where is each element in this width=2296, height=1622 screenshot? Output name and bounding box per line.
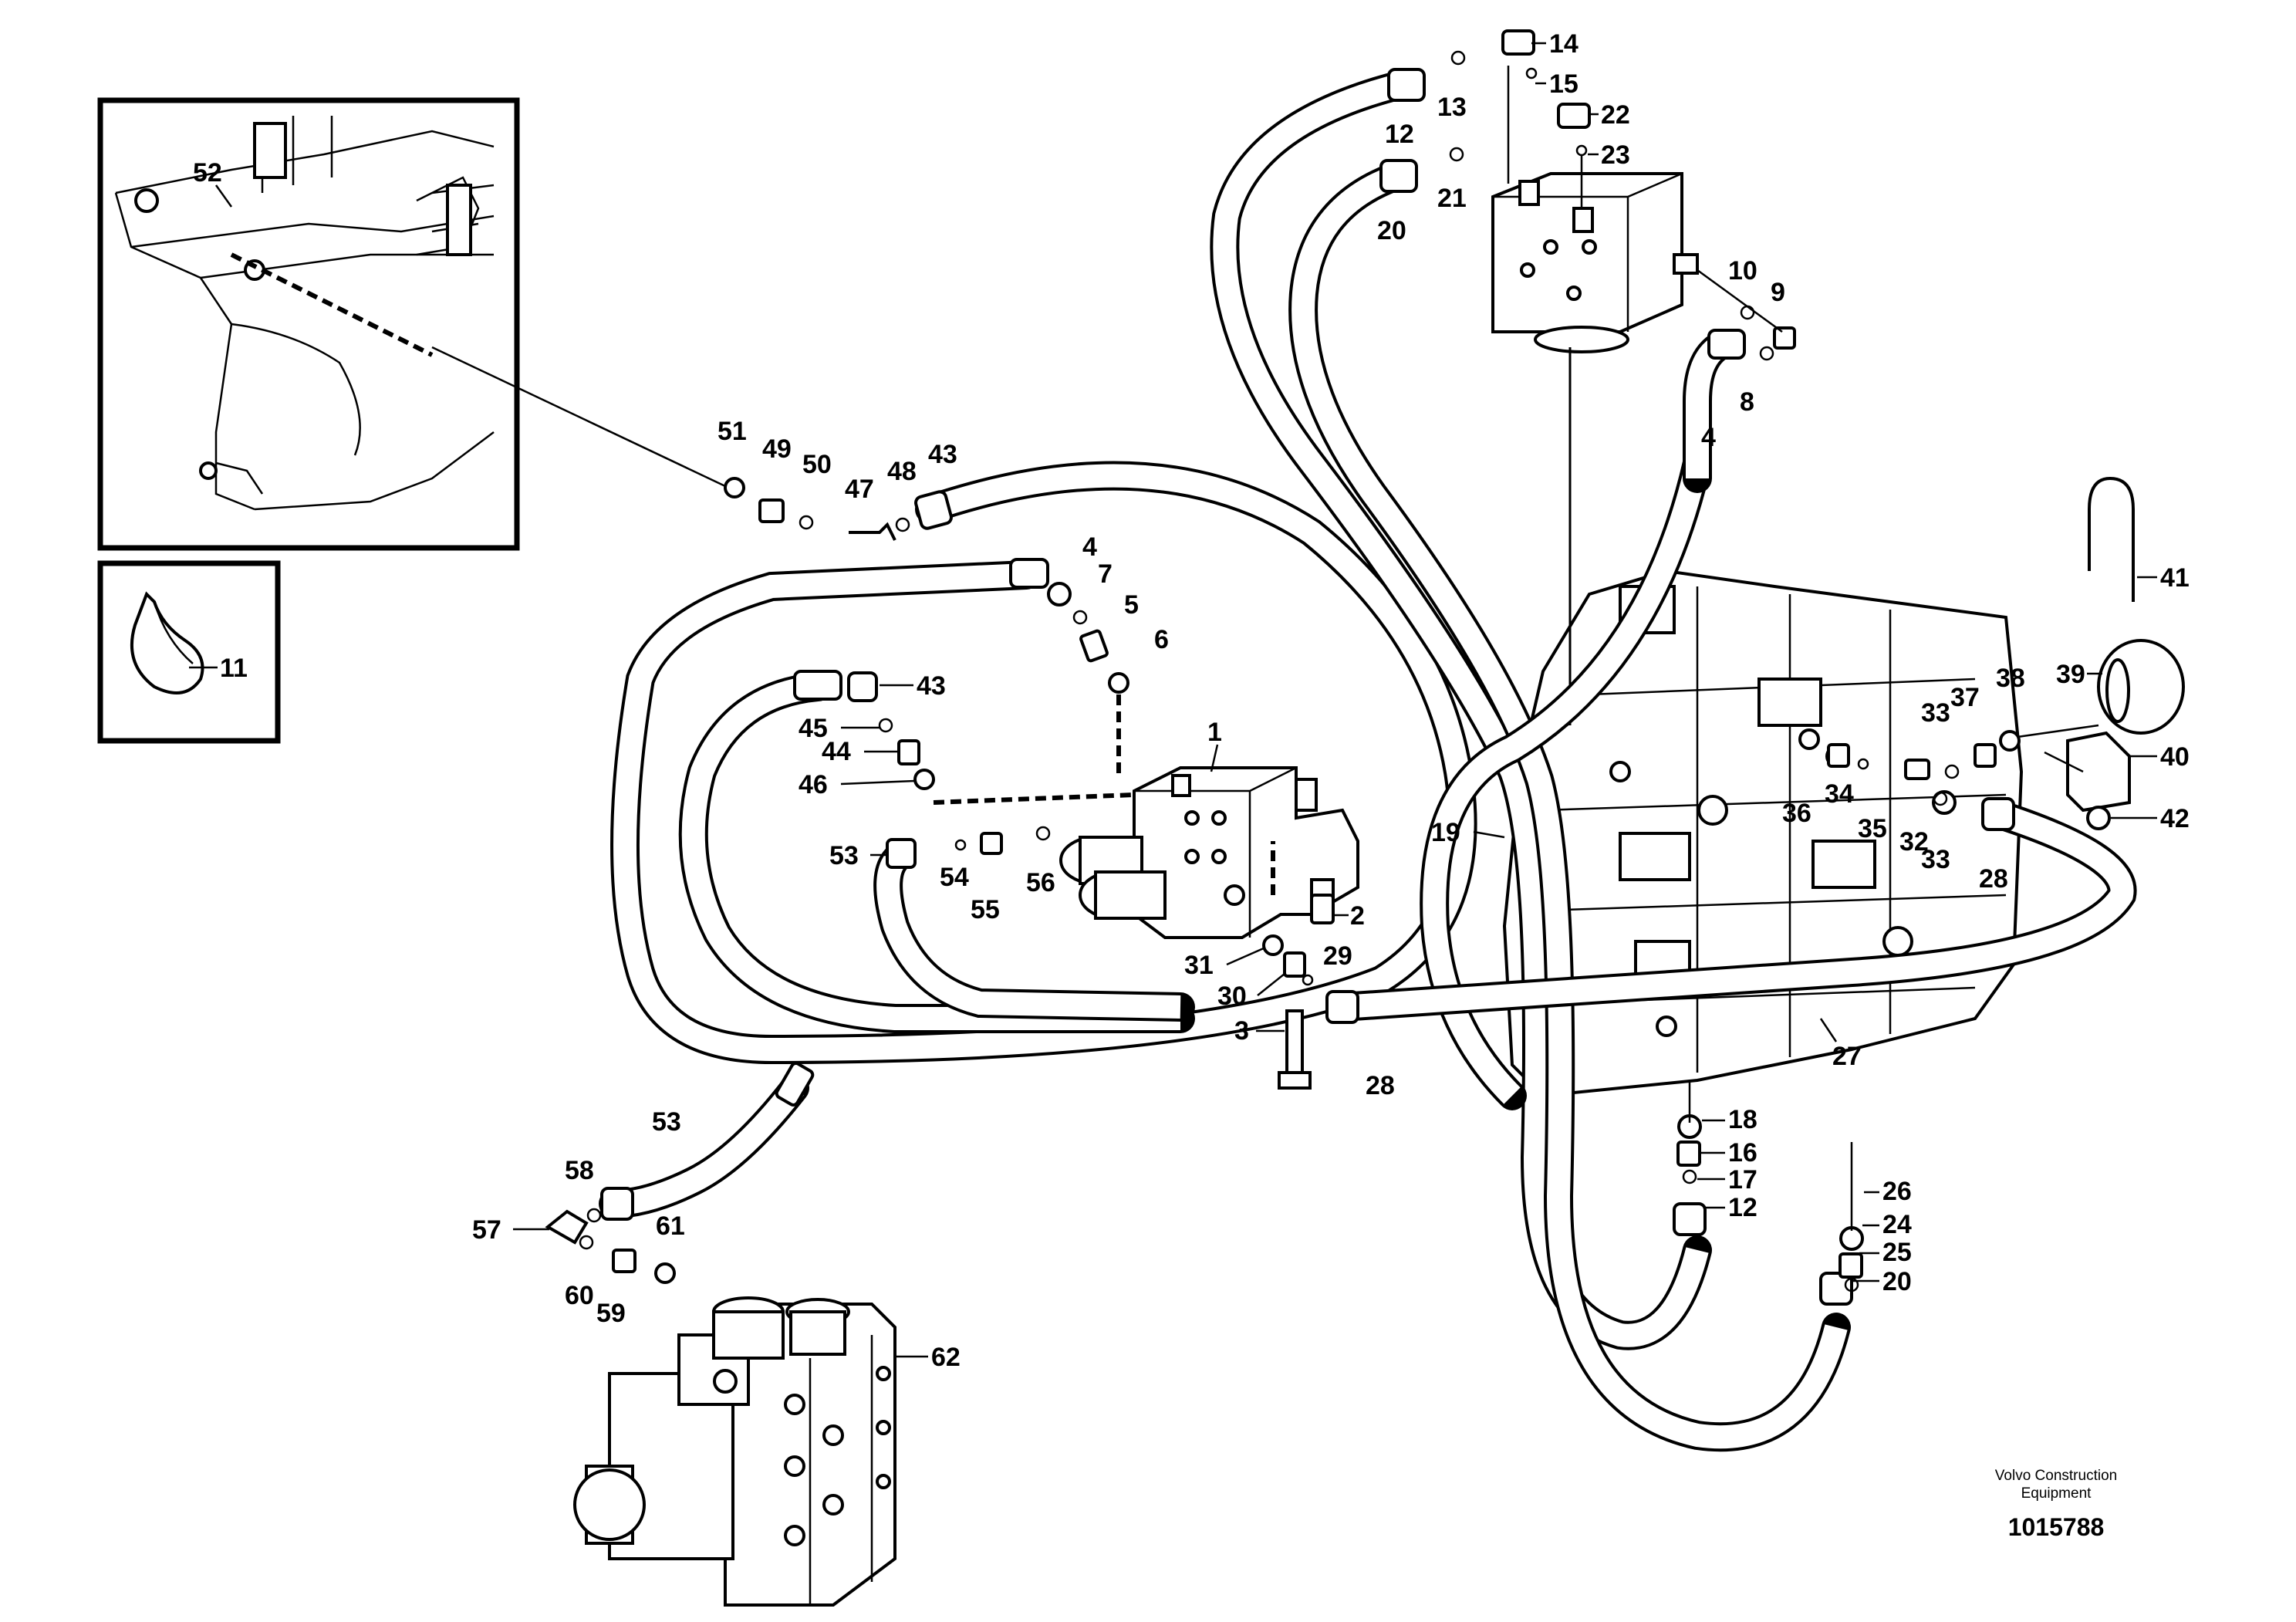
part-label-54: 54: [940, 863, 969, 892]
part-label-53b: 53: [652, 1107, 681, 1137]
pilot-valve-block: [1059, 766, 1359, 939]
part-label-59: 59: [596, 1299, 626, 1328]
part-label-11: 11: [220, 654, 248, 683]
frame-inset: [97, 97, 520, 551]
part-label-4a: 4: [1082, 532, 1097, 562]
part-label-27: 27: [1832, 1042, 1862, 1071]
part-label-39: 39: [2056, 660, 2085, 689]
part-label-20a: 20: [1377, 216, 1406, 245]
part-label-29: 29: [1323, 941, 1352, 971]
part-label-17: 17: [1728, 1165, 1757, 1195]
part-label-45: 45: [799, 714, 828, 743]
part-label-46: 46: [799, 770, 828, 799]
part-label-30: 30: [1217, 982, 1247, 1011]
part-label-52: 52: [193, 158, 222, 188]
part-label-25: 25: [1882, 1238, 1912, 1267]
part-label-47: 47: [845, 475, 874, 504]
part-label-38: 38: [1996, 664, 2025, 693]
part-labels: 1 2 3 4 4 5 6 7 8 9 10 12 12 13 14 15 16…: [472, 29, 2190, 1372]
part-label-51: 51: [718, 417, 747, 446]
part-label-34: 34: [1825, 779, 1854, 809]
part-label-57: 57: [472, 1215, 501, 1245]
main-control-valve: [1502, 569, 2024, 1098]
part-label-43a: 43: [928, 440, 957, 469]
part-label-5: 5: [1124, 590, 1139, 620]
part-label-48: 48: [887, 457, 917, 486]
hoses: [599, 70, 2137, 1452]
part-label-9: 9: [1771, 278, 1785, 307]
part-label-1: 1: [1207, 718, 1222, 747]
part-label-55: 55: [971, 895, 1000, 924]
part-label-14: 14: [1549, 29, 1578, 59]
part-label-44: 44: [822, 737, 851, 766]
part-label-6: 6: [1154, 625, 1169, 654]
part-label-56: 56: [1026, 868, 1055, 897]
part-label-37: 37: [1950, 683, 1980, 712]
credit-block: Volvo Construction Equipment 1015788: [1995, 1468, 2117, 1541]
credit-line-2: Equipment: [2021, 1485, 2092, 1502]
part-label-58: 58: [565, 1156, 594, 1185]
part-label-12b: 12: [1728, 1193, 1757, 1222]
part-label-43b: 43: [917, 671, 946, 701]
part-label-16: 16: [1728, 1138, 1757, 1168]
small-fittings: [545, 29, 2185, 1293]
part-label-18: 18: [1728, 1105, 1757, 1134]
part-label-33a: 33: [1921, 698, 1950, 728]
part-label-10: 10: [1728, 256, 1757, 286]
top-block-valve: [1491, 172, 1699, 353]
part-label-28a: 28: [1366, 1071, 1395, 1100]
part-label-24: 24: [1882, 1210, 1912, 1239]
part-label-19: 19: [1431, 818, 1460, 847]
part-label-20b: 20: [1882, 1267, 1912, 1296]
cable-tie-inset: [97, 560, 281, 744]
part-label-60: 60: [565, 1281, 594, 1310]
credit-line-1: Volvo Construction: [1995, 1468, 2117, 1484]
part-label-32: 32: [1899, 827, 1929, 857]
part-label-41: 41: [2160, 563, 2190, 593]
part-label-12a: 12: [1385, 120, 1414, 149]
part-label-7: 7: [1098, 559, 1113, 589]
part-label-2: 2: [1350, 901, 1365, 931]
part-label-62: 62: [931, 1343, 961, 1372]
part-label-35: 35: [1858, 814, 1887, 843]
part-label-22: 22: [1601, 100, 1630, 130]
part-label-49: 49: [762, 434, 792, 464]
part-label-3: 3: [1234, 1016, 1249, 1046]
part-label-50: 50: [802, 450, 832, 479]
part-label-36: 36: [1782, 799, 1811, 828]
part-label-40: 40: [2160, 742, 2190, 772]
part-label-23: 23: [1601, 140, 1630, 170]
part-label-28b: 28: [1979, 864, 2008, 894]
part-label-26: 26: [1882, 1177, 1912, 1206]
left-bottom-valve: [573, 1296, 896, 1607]
part-label-15: 15: [1549, 69, 1578, 99]
document-number: 1015788: [2008, 1513, 2105, 1541]
part-label-33b: 33: [1921, 845, 1950, 874]
part-label-8: 8: [1740, 387, 1754, 417]
part-label-21: 21: [1437, 184, 1467, 213]
part-label-4b: 4: [1701, 423, 1716, 452]
hose-fittings: [600, 68, 2015, 1306]
part-label-42: 42: [2160, 804, 2190, 833]
part-label-13: 13: [1437, 93, 1467, 122]
part-label-61: 61: [656, 1211, 685, 1241]
part-label-31: 31: [1184, 951, 1214, 980]
part-label-53a: 53: [829, 841, 859, 870]
